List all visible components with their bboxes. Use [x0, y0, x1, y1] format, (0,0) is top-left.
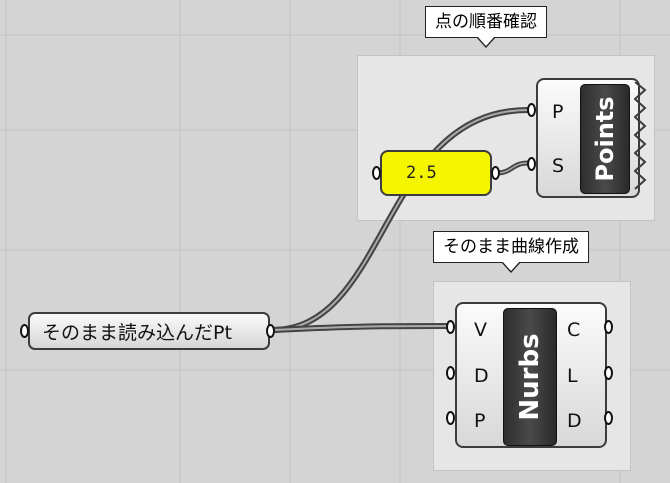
- port-input-d: D: [474, 365, 489, 387]
- nurbs-input-grip-p[interactable]: [446, 411, 455, 425]
- slider-input-grip[interactable]: [372, 166, 381, 180]
- nurbs-component[interactable]: V D P Nurbs C L D: [455, 302, 607, 448]
- nurbs-input-grip-v[interactable]: [446, 320, 455, 334]
- points-input-grip-p[interactable]: [527, 103, 536, 117]
- port-output-l: L: [567, 365, 578, 387]
- nurbs-output-grip-c[interactable]: [604, 320, 613, 334]
- group-label-curve-create: そのまま曲線作成: [433, 231, 589, 273]
- group-label-text: そのまま曲線作成: [443, 237, 579, 257]
- port-output-c: C: [567, 319, 581, 341]
- slider-value: 2.5: [406, 163, 437, 183]
- port-input-p: P: [474, 410, 486, 432]
- nurbs-core: Nurbs: [503, 308, 557, 446]
- port-input-v: V: [474, 319, 487, 341]
- point-param-input-grip[interactable]: [20, 324, 29, 338]
- point-param-label: そのまま読み込んだPt: [42, 322, 232, 344]
- nurbs-name: Nurbs: [515, 333, 545, 421]
- port-input-s: S: [552, 155, 565, 177]
- points-name: Points: [591, 96, 619, 182]
- nurbs-input-grip-d[interactable]: [446, 366, 455, 380]
- group-label-text: 点の順番確認: [435, 12, 537, 32]
- group-label-order-check: 点の順番確認: [425, 6, 547, 48]
- points-component[interactable]: P S Points: [536, 78, 640, 198]
- points-input-grip-s[interactable]: [527, 157, 536, 171]
- port-input-p: P: [552, 101, 564, 123]
- point-param-output-grip[interactable]: [266, 324, 275, 338]
- port-output-d: D: [567, 410, 582, 432]
- point-param[interactable]: そのまま読み込んだPt: [28, 312, 270, 350]
- nurbs-output-grip-d[interactable]: [604, 411, 613, 425]
- number-slider[interactable]: 2.5: [380, 150, 492, 196]
- points-core: Points: [580, 84, 630, 194]
- slider-output-grip[interactable]: [491, 166, 500, 180]
- nurbs-output-grip-l[interactable]: [604, 366, 613, 380]
- points-zigzag-edge: [634, 82, 647, 190]
